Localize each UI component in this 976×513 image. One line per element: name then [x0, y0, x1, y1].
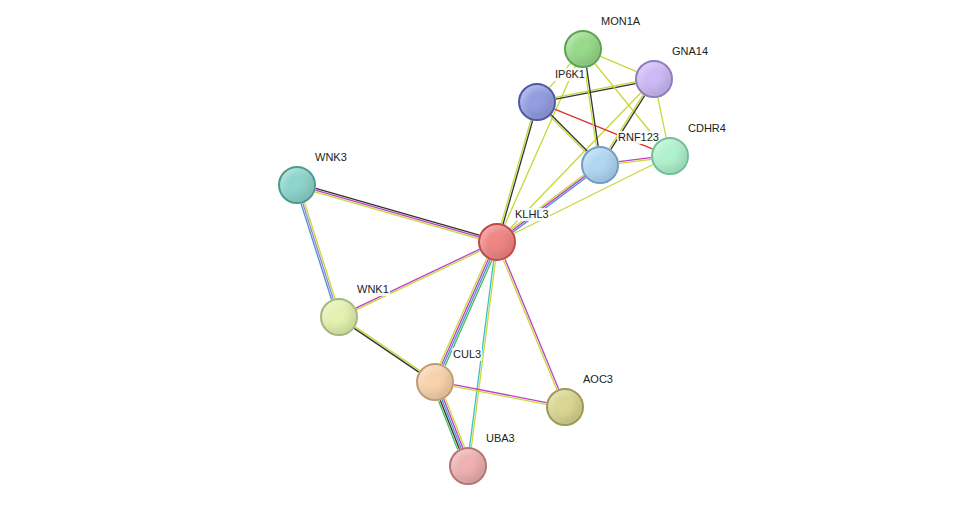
node-label: GNA14 — [671, 45, 709, 58]
node-circle — [564, 30, 602, 68]
interaction-edge — [503, 259, 558, 390]
node-circle — [651, 137, 689, 175]
node-label: UBA3 — [485, 432, 516, 445]
interaction-edge — [315, 188, 479, 238]
protein-node: KLHL3 — [478, 223, 516, 261]
interaction-edge — [555, 82, 635, 99]
interaction-edge — [619, 158, 652, 164]
evidence-line — [303, 203, 333, 299]
evidence-line — [315, 192, 478, 239]
evidence-line — [444, 260, 491, 365]
protein-node: AOC3 — [546, 388, 584, 426]
evidence-line — [503, 260, 557, 390]
evidence-line — [357, 251, 481, 310]
evidence-line — [585, 68, 596, 146]
node-circle — [449, 447, 487, 485]
node-circle — [478, 223, 516, 261]
node-label: KLHL3 — [514, 208, 550, 221]
evidence-line — [315, 190, 478, 237]
interaction-edge — [439, 398, 465, 449]
protein-node: UBA3 — [449, 447, 487, 485]
interaction-edge — [354, 327, 420, 372]
evidence-line — [601, 56, 637, 71]
evidence-line — [454, 385, 547, 403]
interaction-edge — [356, 249, 480, 309]
evidence-line — [505, 66, 576, 224]
interaction-edge — [301, 203, 335, 300]
node-circle — [635, 60, 673, 98]
evidence-line — [354, 328, 419, 372]
evidence-line — [304, 203, 334, 299]
node-label: CDHR4 — [687, 122, 727, 135]
evidence-line — [442, 400, 461, 449]
evidence-line — [442, 259, 489, 364]
evidence-line — [356, 249, 480, 308]
interaction-edge — [585, 68, 598, 147]
node-label: WNK3 — [314, 151, 348, 164]
node-circle — [320, 298, 358, 336]
evidence-line — [619, 159, 651, 163]
node-label: IP6K1 — [554, 68, 586, 81]
node-label: MON1A — [600, 15, 641, 28]
protein-node: GNA14 — [635, 60, 673, 98]
evidence-line — [445, 260, 492, 365]
evidence-line — [440, 400, 459, 449]
evidence-line — [445, 398, 464, 447]
protein-node: CUL3 — [416, 363, 454, 401]
protein-node: WNK3 — [278, 166, 316, 204]
evidence-line — [444, 399, 463, 448]
node-label: WNK1 — [356, 283, 390, 296]
node-circle — [278, 166, 316, 204]
protein-node: CDHR4 — [651, 137, 689, 175]
evidence-line — [355, 327, 420, 371]
node-circle — [581, 146, 619, 184]
node-circle — [518, 83, 556, 121]
evidence-line — [505, 259, 559, 389]
interaction-edge — [453, 385, 546, 405]
evidence-line — [316, 188, 479, 235]
evidence-line — [513, 178, 586, 232]
evidence-line — [550, 116, 586, 152]
node-label: CUL3 — [452, 348, 482, 361]
evidence-line — [439, 401, 458, 450]
node-circle — [546, 388, 584, 426]
evidence-line — [556, 84, 636, 100]
evidence-line — [587, 68, 598, 146]
protein-node: MON1A — [564, 30, 602, 68]
interaction-edge — [505, 66, 576, 224]
evidence-line — [440, 258, 487, 363]
interaction-edge — [601, 56, 637, 71]
protein-node: IP6K1 — [518, 83, 556, 121]
node-label: AOC3 — [582, 373, 614, 386]
evidence-line — [555, 82, 635, 98]
evidence-line — [511, 175, 584, 229]
node-circle — [416, 363, 454, 401]
protein-node: WNK1 — [320, 298, 358, 336]
node-label: RNF123 — [617, 131, 660, 144]
evidence-line — [301, 204, 331, 300]
protein-node: RNF123 — [581, 146, 619, 184]
evidence-line — [453, 386, 546, 404]
